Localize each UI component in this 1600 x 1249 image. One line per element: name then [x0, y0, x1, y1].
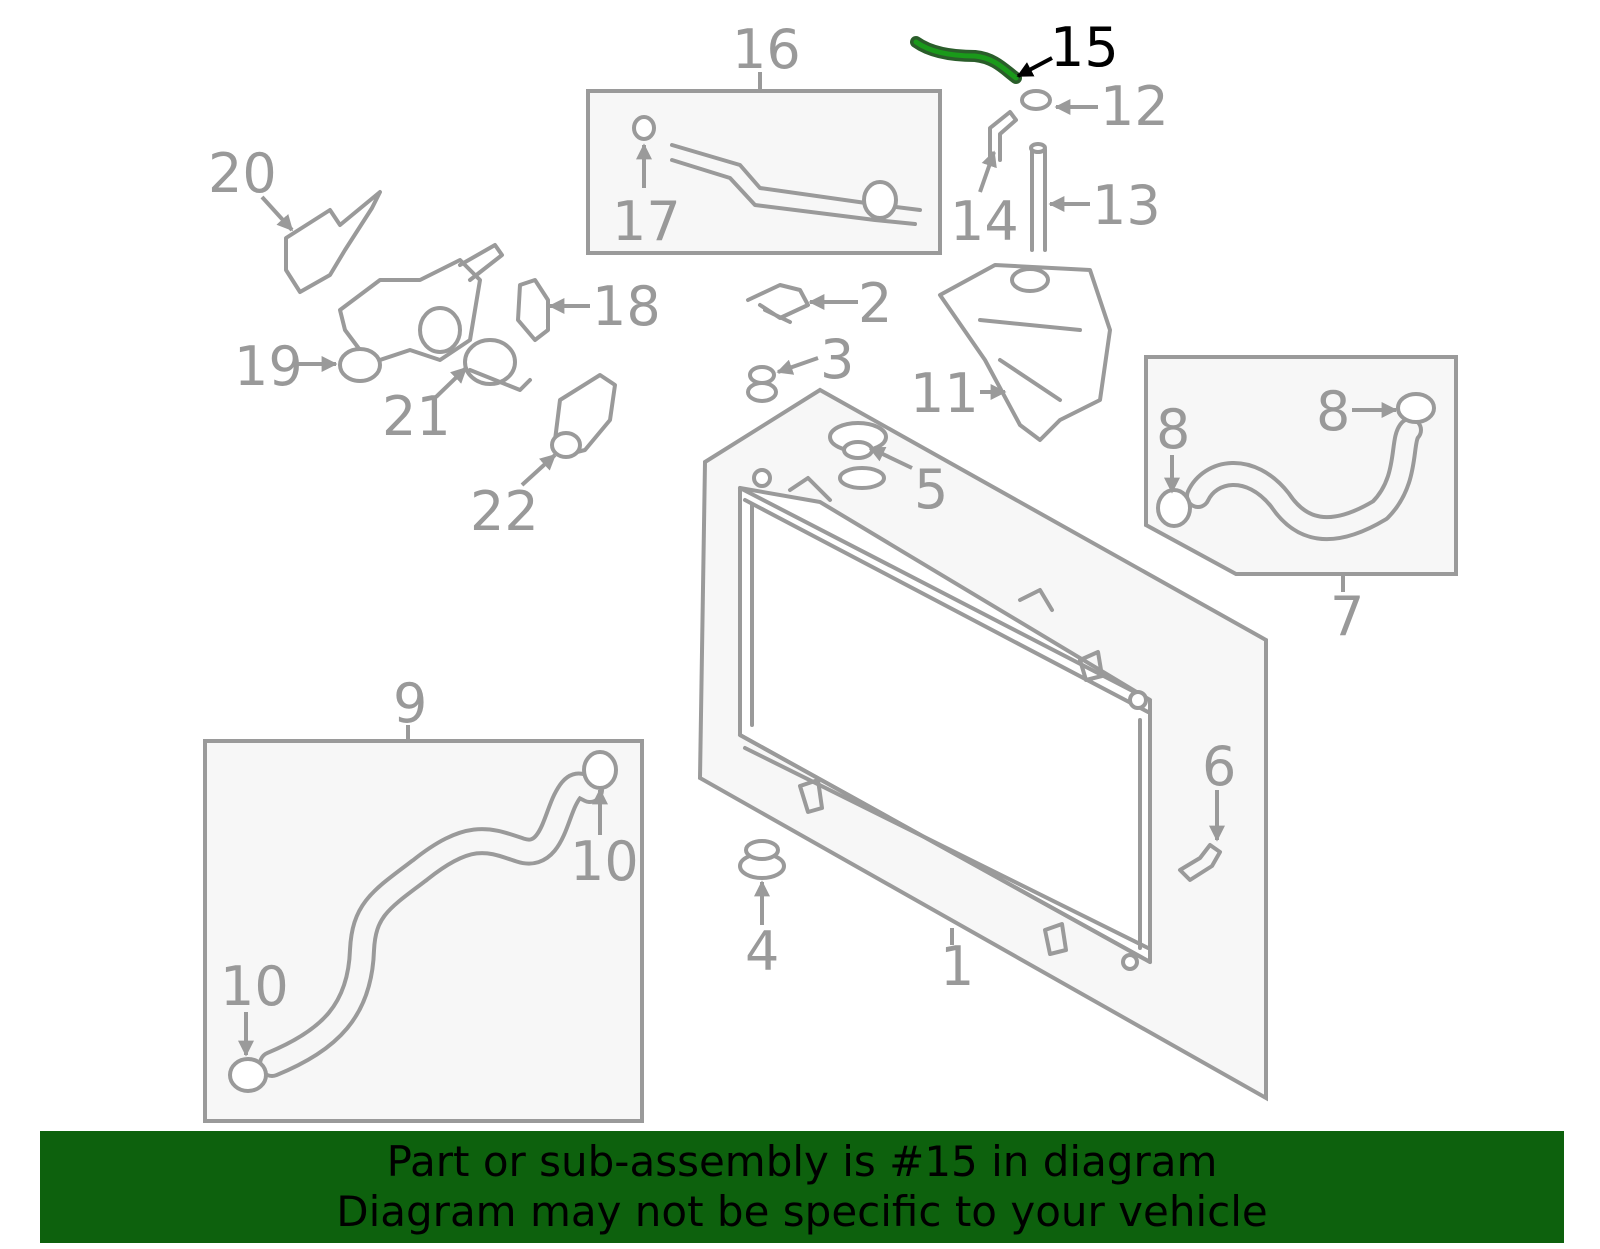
- radiator: [738, 468, 1152, 971]
- callout-21: 21: [382, 385, 451, 448]
- mount-4: [738, 839, 786, 880]
- leader-15: [1016, 56, 1053, 78]
- info-banner: Part or sub-assembly is #15 in diagram D…: [40, 1131, 1564, 1243]
- callout-20: 20: [208, 142, 277, 205]
- leader-22: [520, 453, 557, 487]
- callout-12: 12: [1100, 75, 1169, 138]
- hose-clamp-lower: [1156, 488, 1192, 528]
- radiator-cap: [828, 421, 888, 490]
- callout-10-right: 10: [570, 830, 639, 893]
- hose-clamp-10-upper: [582, 750, 618, 790]
- pipe-panel: [586, 89, 942, 255]
- clamp-12: [1020, 89, 1052, 111]
- callout-13: 13: [1092, 174, 1161, 237]
- callout-5: 5: [914, 458, 948, 521]
- gasket-20: [284, 190, 382, 294]
- callout-3: 3: [820, 328, 854, 391]
- gasket-18: [516, 278, 550, 342]
- callout-11: 11: [910, 362, 979, 425]
- callout-8-right: 8: [1316, 380, 1350, 443]
- thermostat-housing: [338, 243, 504, 383]
- leader-3: [776, 356, 819, 375]
- callout-9: 9: [393, 672, 427, 735]
- mount-3: [746, 365, 778, 403]
- callout-17: 17: [612, 190, 681, 253]
- hose-clamp-10-lower: [228, 1057, 268, 1093]
- callout-14: 14: [950, 190, 1019, 253]
- banner-line-disclaimer: Diagram may not be specific to your vehi…: [336, 1187, 1268, 1236]
- bracket-2: [746, 283, 810, 324]
- callout-16: 16: [732, 18, 801, 81]
- callout-18: 18: [592, 275, 661, 338]
- water-inlet-cover: [550, 373, 617, 459]
- callout-15: 15: [1050, 16, 1119, 79]
- o-ring: [632, 115, 656, 141]
- leader-20: [260, 195, 294, 232]
- leader-14: [978, 150, 997, 193]
- callout-4: 4: [745, 920, 779, 983]
- leader-5: [868, 446, 913, 470]
- drain-plug: [1178, 843, 1222, 882]
- pipe-flange: [862, 180, 898, 220]
- thermostat: [463, 338, 532, 392]
- callout-19: 19: [234, 335, 303, 398]
- callout-2: 2: [858, 272, 892, 335]
- banner-line-part: Part or sub-assembly is #15 in diagram: [386, 1137, 1218, 1186]
- callout-10-left: 10: [220, 955, 289, 1018]
- callout-22: 22: [470, 480, 539, 543]
- callout-6: 6: [1202, 735, 1236, 798]
- callout-8-left: 8: [1156, 398, 1190, 461]
- callout-1: 1: [940, 935, 974, 998]
- hose-clamp-upper: [1396, 392, 1436, 424]
- leader-21: [434, 366, 468, 399]
- overflow-tube: [1030, 148, 1047, 252]
- small-hose: [988, 110, 1018, 162]
- callout-7: 7: [1330, 585, 1364, 648]
